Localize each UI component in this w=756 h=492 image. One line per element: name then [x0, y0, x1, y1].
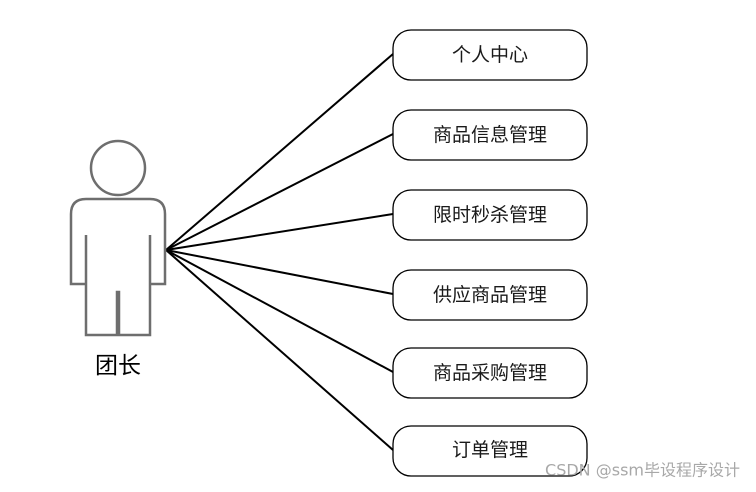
person-icon [69, 139, 167, 337]
use-case-list: 个人中心 商品信息管理 限时秒杀管理 供应商品管理 商品采购管理 订单管理 [392, 29, 588, 477]
use-case-label: 限时秒杀管理 [433, 204, 547, 226]
use-case-label: 供应商品管理 [433, 284, 547, 306]
use-case-label: 商品信息管理 [433, 124, 547, 146]
use-case-product-info-management: 商品信息管理 [392, 109, 588, 161]
use-case-order-management: 订单管理 [392, 425, 588, 477]
association-line [165, 213, 394, 251]
use-case-label: 商品采购管理 [433, 362, 547, 384]
association-line [165, 53, 394, 251]
use-case-product-purchase-management: 商品采购管理 [392, 347, 588, 399]
use-case-label: 订单管理 [452, 439, 528, 461]
association-line [165, 249, 394, 451]
use-case-label: 个人中心 [452, 44, 528, 66]
association-line [165, 133, 394, 251]
actor-label: 团长 [95, 353, 141, 379]
use-case-flash-sale-management: 限时秒杀管理 [392, 189, 588, 241]
use-case-supply-product-management: 供应商品管理 [392, 269, 588, 321]
watermark-text: CSDN @ssm毕设程序设计 [545, 461, 740, 480]
association-line [165, 249, 394, 373]
use-case-personal-center: 个人中心 [392, 29, 588, 81]
association-line [165, 249, 394, 295]
actor-figure: 团长 [69, 139, 167, 379]
association-lines [165, 53, 394, 451]
